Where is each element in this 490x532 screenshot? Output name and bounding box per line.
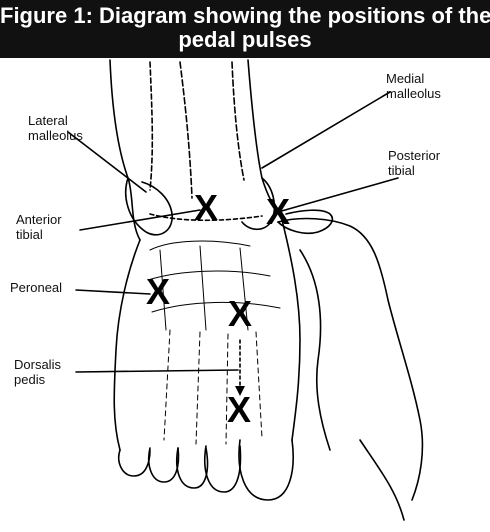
examiner-palm-fold — [299, 249, 331, 451]
label-dorsalis-pedis-line2: pedis — [14, 372, 46, 387]
pulse-mark-dorsalis-pedis-upper: X — [228, 293, 253, 334]
foot-outline-left — [113, 239, 141, 451]
examiner-thumb — [277, 209, 334, 235]
examiner-hand — [277, 217, 424, 501]
label-dorsalis-pedis: Dorsalis pedis — [14, 357, 61, 387]
leader-anterior-tibial — [79, 209, 201, 231]
leader-dorsalis-pedis — [75, 369, 239, 373]
label-posterior-tibial: Posterior tibial — [388, 148, 440, 178]
foot-illustration — [67, 59, 424, 521]
label-lateral-malleolus: Lateral malleolus — [28, 113, 83, 143]
label-medial-malleolus: Medial malleolus — [386, 71, 441, 101]
figure-title: Figure 1: Diagram showing the positions … — [0, 0, 490, 58]
figure-title-line-1: Figure 1: Diagram showing the positions … — [0, 3, 490, 28]
pulse-mark-anterior-tibial: X — [194, 187, 219, 228]
metatarsals — [163, 329, 263, 445]
label-medial-malleolus-line2: malleolus — [386, 86, 441, 101]
leader-lateral-malleolus — [67, 131, 147, 193]
tarsal-bones — [147, 240, 281, 331]
dorsalis-pedis-arrowhead — [235, 386, 245, 396]
examiner-wrist — [359, 439, 405, 521]
tibia-line — [179, 61, 193, 199]
lateral-malleolus-shape — [124, 177, 173, 236]
figure-title-line-2: pedal pulses — [178, 27, 312, 52]
foot-outline-right — [281, 219, 301, 441]
fifth-toe — [118, 449, 151, 477]
leg-outline-left — [109, 59, 141, 241]
third-toe — [176, 447, 209, 489]
pulse-mark-peroneal: X — [146, 271, 171, 312]
label-dorsalis-pedis-line1: Dorsalis — [14, 357, 61, 372]
pulse-mark-dorsalis-pedis-lower: X — [227, 389, 252, 430]
label-posterior-tibial-line2: tibial — [388, 163, 415, 178]
label-anterior-tibial-line2: tibial — [16, 227, 43, 242]
leader-peroneal — [75, 289, 151, 295]
leader-posterior-tibial — [277, 177, 399, 213]
label-lateral-malleolus-line2: malleolus — [28, 128, 83, 143]
label-anterior-tibial: Anterior tibial — [16, 212, 62, 242]
leader-medial-malleolus — [261, 91, 391, 169]
tibia-line-right — [231, 61, 245, 181]
label-medial-malleolus-line1: Medial — [386, 71, 425, 86]
label-anterior-tibial-line1: Anterior — [16, 212, 62, 227]
pulse-mark-posterior-tibial: X — [266, 191, 291, 232]
fourth-toe — [148, 447, 180, 483]
fibula-line — [149, 61, 154, 191]
label-peroneal: Peroneal — [10, 280, 63, 295]
label-posterior-tibial-line1: Posterior — [388, 148, 441, 163]
label-lateral-malleolus-line1: Lateral — [28, 113, 68, 128]
big-toe — [238, 439, 294, 501]
second-toe — [204, 445, 242, 493]
medial-malleolus-shape — [241, 177, 276, 231]
